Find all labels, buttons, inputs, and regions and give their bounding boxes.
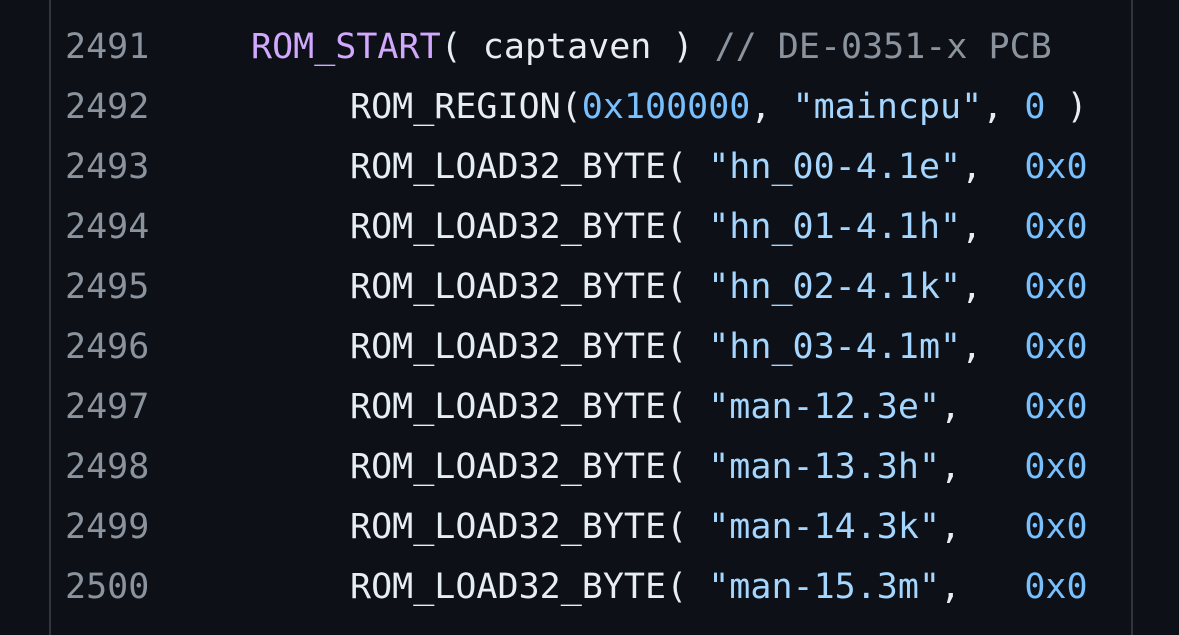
code-token: , bbox=[961, 327, 1025, 367]
macro-token: ROM_START bbox=[251, 27, 441, 67]
code-token: ROM_LOAD32_BYTE( bbox=[350, 567, 709, 607]
line-number: 2492 bbox=[65, 87, 150, 127]
code-content[interactable]: ROM_LOAD32_BYTE( "man-14.3k", 0x0 bbox=[350, 497, 1088, 557]
string-token: "man-12.3e" bbox=[708, 387, 941, 427]
code-token: , bbox=[940, 387, 1025, 427]
number-token: 0x0 bbox=[1024, 567, 1088, 607]
number-token: 0x100000 bbox=[581, 87, 751, 127]
code-content[interactable]: ROM_LOAD32_BYTE( "hn_00-4.1e", 0x0 bbox=[350, 137, 1088, 197]
code-token: ) bbox=[1045, 87, 1088, 127]
string-token: "hn_02-4.1k" bbox=[708, 267, 962, 307]
code-line: 2498 ROM_LOAD32_BYTE( "man-13.3h", 0x0 bbox=[51, 437, 1131, 497]
code-content[interactable]: ROM_REGION(0x100000, "maincpu", 0 ) bbox=[350, 77, 1088, 137]
code-token: ROM_REGION( bbox=[350, 87, 582, 127]
code-content[interactable]: ROM_LOAD32_BYTE( "hn_01-4.1h", 0x0 bbox=[350, 197, 1088, 257]
number-token: 0x0 bbox=[1024, 147, 1088, 187]
code-token: ROM_LOAD32_BYTE( bbox=[350, 147, 709, 187]
code-content[interactable]: ROM_LOAD32_BYTE( "man-13.3h", 0x0 bbox=[350, 437, 1088, 497]
line-number: 2493 bbox=[65, 147, 150, 187]
line-number: 2497 bbox=[65, 387, 150, 427]
comment-token: // DE-0351-x PCB bbox=[714, 27, 1052, 67]
string-token: "hn_01-4.1h" bbox=[708, 207, 962, 247]
line-number: 2495 bbox=[65, 267, 150, 307]
line-number: 2494 bbox=[65, 207, 150, 247]
code-token: , bbox=[940, 507, 1025, 547]
code-token: ROM_LOAD32_BYTE( bbox=[350, 507, 709, 547]
string-token: "maincpu" bbox=[792, 87, 983, 127]
code-token: , bbox=[940, 567, 1025, 607]
code-token: , bbox=[961, 207, 1025, 247]
code-content[interactable]: ROM_START( captaven ) // DE-0351-x PCB bbox=[251, 17, 1052, 77]
code-line: 2494 ROM_LOAD32_BYTE( "hn_01-4.1h", 0x0 bbox=[51, 197, 1131, 257]
code-line: 2499 ROM_LOAD32_BYTE( "man-14.3k", 0x0 bbox=[51, 497, 1131, 557]
number-token: 0x0 bbox=[1024, 327, 1088, 367]
line-number: 2496 bbox=[65, 327, 150, 367]
string-token: "man-13.3h" bbox=[708, 447, 941, 487]
line-number: 2498 bbox=[65, 447, 150, 487]
code-token: ROM_LOAD32_BYTE( bbox=[350, 207, 709, 247]
number-token: 0x0 bbox=[1024, 387, 1088, 427]
code-viewer[interactable]: 2491 ROM_START( captaven ) // DE-0351-x … bbox=[49, 0, 1133, 635]
code-content[interactable]: ROM_LOAD32_BYTE( "man-12.3e", 0x0 bbox=[350, 377, 1088, 437]
code-line: 2496 ROM_LOAD32_BYTE( "hn_03-4.1m", 0x0 bbox=[51, 317, 1131, 377]
number-token: 0 bbox=[1024, 87, 1046, 127]
code-content[interactable]: ROM_LOAD32_BYTE( "hn_02-4.1k", 0x0 bbox=[350, 257, 1088, 317]
code-line: 2492 ROM_REGION(0x100000, "maincpu", 0 ) bbox=[51, 77, 1131, 137]
code-token: , bbox=[750, 87, 793, 127]
code-token: , bbox=[940, 447, 1025, 487]
code-token: ROM_LOAD32_BYTE( bbox=[350, 387, 709, 427]
code-line: 2491 ROM_START( captaven ) // DE-0351-x … bbox=[51, 17, 1131, 77]
code-token: , bbox=[961, 147, 1025, 187]
string-token: "man-15.3m" bbox=[708, 567, 941, 607]
code-token: ROM_LOAD32_BYTE( bbox=[350, 327, 709, 367]
number-token: 0x0 bbox=[1024, 507, 1088, 547]
code-line: 2500 ROM_LOAD32_BYTE( "man-15.3m", 0x0 bbox=[51, 557, 1131, 617]
code-content[interactable]: ROM_LOAD32_BYTE( "man-15.3m", 0x0 bbox=[350, 557, 1088, 617]
number-token: 0x0 bbox=[1024, 447, 1088, 487]
line-number: 2500 bbox=[65, 567, 150, 607]
code-token: ROM_LOAD32_BYTE( bbox=[350, 447, 709, 487]
code-token: ( captaven ) bbox=[440, 27, 715, 67]
code-token: ROM_LOAD32_BYTE( bbox=[350, 267, 709, 307]
string-token: "man-14.3k" bbox=[708, 507, 941, 547]
string-token: "hn_03-4.1m" bbox=[708, 327, 962, 367]
code-token: , bbox=[961, 267, 1025, 307]
code-token: , bbox=[982, 87, 1025, 127]
code-line: 2497 ROM_LOAD32_BYTE( "man-12.3e", 0x0 bbox=[51, 377, 1131, 437]
code-content[interactable]: ROM_LOAD32_BYTE( "hn_03-4.1m", 0x0 bbox=[350, 317, 1088, 377]
code-line: 2493 ROM_LOAD32_BYTE( "hn_00-4.1e", 0x0 bbox=[51, 137, 1131, 197]
number-token: 0x0 bbox=[1024, 207, 1088, 247]
string-token: "hn_00-4.1e" bbox=[708, 147, 962, 187]
number-token: 0x0 bbox=[1024, 267, 1088, 307]
code-line: 2495 ROM_LOAD32_BYTE( "hn_02-4.1k", 0x0 bbox=[51, 257, 1131, 317]
line-number: 2491 bbox=[65, 27, 150, 67]
line-number: 2499 bbox=[65, 507, 150, 547]
